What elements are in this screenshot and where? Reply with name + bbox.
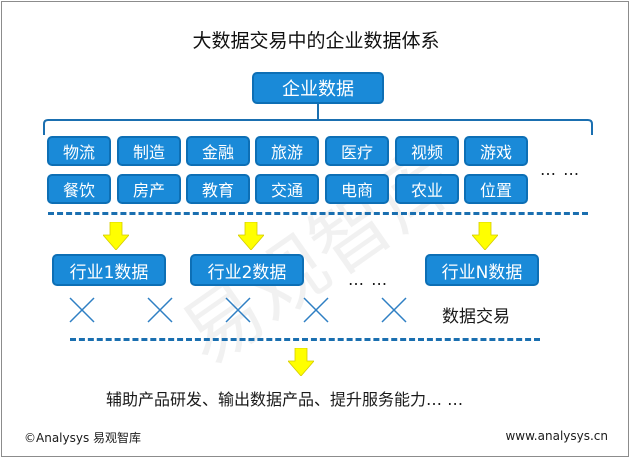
separator-dashed-line (70, 338, 540, 341)
industry-node: 金融 (186, 136, 250, 166)
industry-node: 医疗 (325, 136, 389, 166)
footer-website: www.analysys.cn (505, 429, 608, 443)
industry-node: 餐饮 (47, 174, 111, 204)
cross-icon (225, 297, 251, 323)
down-arrow-icon (103, 222, 129, 250)
industry-node: 教育 (186, 174, 250, 204)
trade-label: 数据交易 (442, 307, 510, 327)
level-node-industry-n: 行业N数据 (425, 254, 539, 286)
footer-copyright: ©Analysys 易观智库 (24, 431, 142, 445)
cross-icon (381, 297, 407, 323)
root-bracket-connector (43, 104, 593, 135)
industry-node: 电商 (325, 174, 389, 204)
cross-icon (303, 297, 329, 323)
industry-node: 旅游 (255, 136, 319, 166)
cross-icon (147, 297, 173, 323)
outcome-text: 辅助产品研发、输出数据产品、提升服务能力… … (106, 390, 464, 409)
industry-node: 视频 (395, 136, 459, 166)
industry-node: 位置 (464, 174, 528, 204)
down-arrow-icon (238, 222, 264, 250)
industry-node: 房产 (117, 174, 181, 204)
diagram-title: 大数据交易中的企业数据体系 (192, 30, 440, 52)
industry-node: 物流 (47, 136, 111, 166)
down-arrow-icon (288, 348, 314, 376)
industry-ellipsis: … … (540, 160, 581, 179)
level-node-industry-1: 行业1数据 (52, 254, 166, 286)
root-node-enterprise-data: 企业数据 (252, 72, 384, 104)
industry-node: 农业 (395, 174, 459, 204)
level-ellipsis: … … (348, 270, 389, 289)
industry-node: 交通 (255, 174, 319, 204)
separator-dashed-line (48, 212, 588, 215)
down-arrow-icon (472, 222, 498, 250)
industry-node: 游戏 (464, 136, 528, 166)
cross-icon (69, 297, 95, 323)
level-node-industry-2: 行业2数据 (190, 254, 304, 286)
industry-node: 制造 (117, 136, 181, 166)
